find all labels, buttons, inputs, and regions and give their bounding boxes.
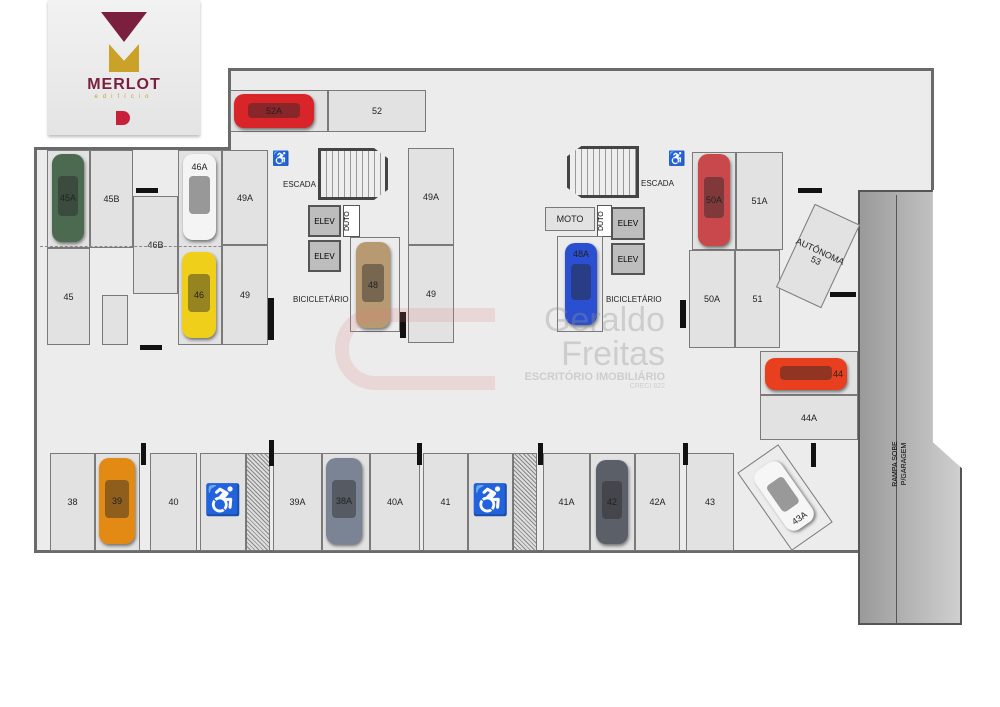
pillar	[269, 440, 274, 466]
elevator: ELEV	[611, 207, 645, 240]
parking-spot[interactable]: 41	[423, 453, 468, 551]
ramp	[858, 190, 962, 625]
parking-spot[interactable]: 39A	[273, 453, 322, 551]
hatched-area	[513, 453, 537, 551]
logo-d-icon	[116, 111, 130, 125]
label-bicicletario: BICICLETÁRIO	[293, 295, 349, 304]
accessible-spot[interactable]	[200, 453, 246, 551]
elevator: ELEV	[611, 243, 645, 275]
parking-spot[interactable]: 45	[47, 248, 90, 345]
parking-spot[interactable]: 38	[50, 453, 95, 551]
watermark-line4: CRECI 822	[629, 383, 665, 390]
wall	[228, 68, 934, 71]
label-escada: ESCADA	[283, 180, 316, 189]
logo-triangle-icon	[101, 12, 147, 42]
duct: DUTO	[597, 205, 612, 237]
car-red: 52A	[234, 94, 314, 128]
moto-area[interactable]: MOTO	[545, 207, 595, 231]
car-red-pickup: 50A	[698, 154, 730, 246]
pillar	[830, 292, 856, 297]
stairs-left	[318, 148, 388, 200]
pillar	[683, 443, 688, 465]
watermark: Geraldo Freitas ESCRITÓRIO IMOBILIÁRIO C…	[505, 303, 665, 390]
parking-spot[interactable]: 46B	[133, 196, 178, 294]
pillar	[811, 443, 816, 467]
wall	[228, 68, 231, 150]
watermark-line1: Geraldo	[544, 301, 665, 339]
parking-spot[interactable]: 49A	[222, 150, 268, 245]
ramp-label-line2: P/GARAGEM	[901, 442, 908, 486]
pillar	[136, 188, 158, 193]
wheelchair-icon: ♿	[471, 483, 510, 517]
accessible-icon: ♿	[272, 150, 290, 166]
wall	[34, 147, 37, 553]
watermark-line3: ESCRITÓRIO IMOBILIÁRIO	[524, 371, 665, 383]
elevator: ELEV	[308, 240, 341, 272]
parking-spot[interactable]: 49A	[408, 148, 454, 245]
ramp-label: RAMPA SOBE P/GARAGEM	[891, 414, 909, 514]
ramp-label-line1: RAMPA SOBE	[892, 441, 899, 487]
logo-m-icon	[109, 44, 139, 72]
label-bicicletario: BICICLETÁRIO	[606, 295, 662, 304]
pillar	[141, 443, 146, 465]
pillar	[417, 443, 422, 465]
car-gray: 38A	[326, 458, 362, 544]
car-green: 45A	[52, 154, 84, 242]
parking-spot[interactable]: 41A	[543, 453, 590, 551]
ramp-divider	[896, 195, 897, 625]
parking-spot[interactable]: 40A	[370, 453, 420, 551]
divider	[40, 246, 266, 247]
logo-name: MERLOT	[87, 76, 161, 93]
duct: DUTO	[343, 205, 360, 237]
parking-spot[interactable]: 45B	[90, 150, 133, 248]
pillar	[268, 298, 274, 340]
parking-spot[interactable]: 43	[686, 453, 734, 551]
pillar	[680, 300, 686, 328]
motorcycle-spot[interactable]	[102, 295, 128, 345]
car-orange: 39	[99, 458, 135, 544]
watermark-logo-icon	[335, 308, 495, 390]
elevator: ELEV	[308, 205, 341, 237]
accessible-spot[interactable]	[468, 453, 513, 551]
parking-spot[interactable]: 51	[735, 250, 780, 348]
parking-spot[interactable]: 52	[328, 90, 426, 132]
accessible-icon: ♿	[668, 150, 686, 166]
hatched-area	[246, 453, 270, 551]
parking-spot[interactable]: 44A	[760, 395, 858, 440]
parking-spot[interactable]: 40	[150, 453, 197, 551]
pillar	[538, 443, 543, 465]
parking-spot[interactable]: 49	[222, 245, 268, 345]
wheelchair-icon: ♿	[204, 483, 242, 517]
label-escada: ESCADA	[641, 179, 674, 188]
parking-spot[interactable]: 49	[408, 245, 454, 343]
wall	[931, 68, 934, 190]
wall	[34, 147, 231, 150]
parking-spot[interactable]: 42A	[635, 453, 680, 551]
pillar	[140, 345, 162, 350]
parking-spot[interactable]: 50A	[689, 250, 735, 348]
car-yellow: 46	[182, 252, 216, 338]
car-blue: 48A	[565, 243, 597, 325]
pillar	[798, 188, 822, 193]
stairs-right	[567, 146, 639, 198]
car-white: 46A	[183, 154, 216, 240]
logo-card: MERLOT edifício	[48, 0, 200, 135]
car-orange-red: 44	[765, 358, 847, 390]
wall	[34, 550, 860, 553]
car-dark-gray: 42	[596, 460, 628, 544]
pillar	[400, 312, 406, 338]
logo-subtitle: edifício	[94, 94, 154, 100]
watermark-line2: Freitas	[561, 335, 665, 373]
parking-spot[interactable]: 51A	[736, 152, 783, 250]
